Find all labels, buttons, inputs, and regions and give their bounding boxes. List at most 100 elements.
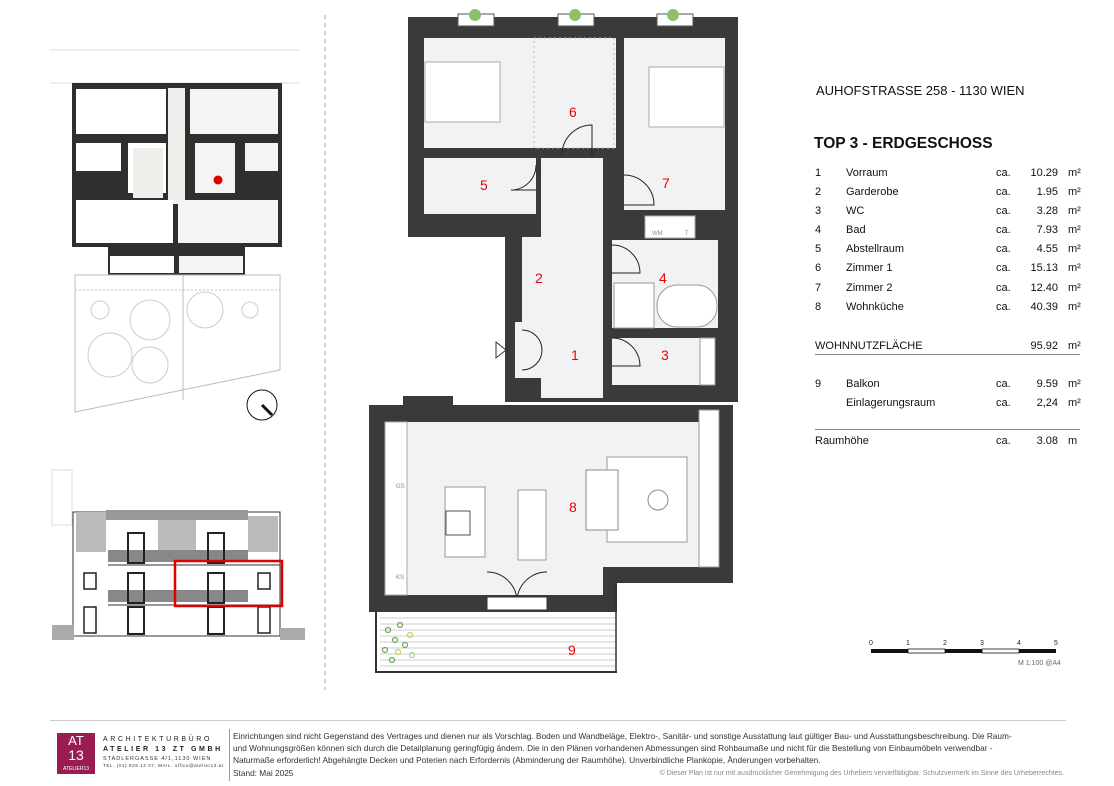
unit: m² [1068, 167, 1081, 179]
scale-bar [871, 648, 1056, 654]
room-area: 15.13 [1030, 262, 1058, 274]
disclaimer-line: Einrichtungen sind nicht Gegenstand des … [233, 731, 1012, 741]
room-name: Wohnküche [846, 301, 904, 313]
room-area: 2,24 [1036, 397, 1058, 409]
bed [648, 66, 725, 128]
unit-highlight [173, 559, 284, 608]
scale-label: M 1:100 @A4 [1018, 660, 1061, 667]
room-area: 3.28 [1036, 205, 1058, 217]
room-name: Abstellraum [846, 243, 905, 255]
scale-tick: 3 [980, 640, 984, 647]
table-row: 2 Garderobe ca. 1.95 m² [815, 186, 1081, 202]
room-label-4: 4 [659, 270, 667, 286]
dryer-label: T [685, 231, 689, 237]
room-number: 2 [815, 186, 822, 198]
kitchen-island [444, 486, 486, 558]
unit: m² [1068, 282, 1081, 294]
room-number: 8 [815, 301, 822, 313]
footer-separator [229, 729, 230, 781]
disclaimer-line: und Wohnungsgrößen können sich durch die… [233, 743, 993, 753]
bathtub [656, 284, 718, 328]
unit: m² [1068, 397, 1081, 409]
room-number: 5 [815, 243, 822, 255]
approx: ca. [996, 301, 1011, 313]
room-5 [424, 158, 536, 214]
room-area: 9.59 [1036, 378, 1058, 390]
company-contact: TEL. (01) 929 12 07, MAIL. office@atelie… [103, 763, 224, 768]
disclaimer-line: Naturmaße erforderlich! Abgehängte Decke… [233, 755, 821, 765]
kitchen-counter [384, 421, 408, 596]
logo-text: ATELIER13 [62, 766, 90, 772]
room-number: 3 [815, 205, 822, 217]
rug [606, 456, 688, 543]
unit: m² [1068, 262, 1081, 274]
unit: m² [1068, 186, 1081, 198]
logo-text: AT [68, 733, 84, 748]
total-area: 95.92 [1030, 340, 1058, 352]
room-label-8: 8 [569, 499, 577, 515]
total-label: WOHNNUTZFLÄCHE [815, 340, 923, 352]
scale-tick: 4 [1017, 640, 1021, 647]
room-name: Zimmer 2 [846, 282, 893, 294]
room-name: WC [846, 205, 865, 217]
bed [424, 61, 501, 123]
approx: ca. [996, 186, 1011, 198]
unit: m² [1068, 224, 1081, 236]
room-label-3: 3 [661, 347, 669, 363]
elevation-view [51, 469, 305, 640]
fridge-label: KS [396, 575, 404, 581]
unit: m² [1068, 205, 1081, 217]
company-name: ATELIER 13 ZT GMBH [103, 746, 223, 753]
entrance-icon [495, 340, 507, 360]
unit: m² [1068, 243, 1081, 255]
approx: ca. [996, 435, 1011, 447]
height-value: 3.08 [1036, 435, 1058, 447]
height-label: Raumhöhe [815, 435, 869, 447]
approx: ca. [996, 243, 1011, 255]
approx: ca. [996, 224, 1011, 236]
room-number: 7 [815, 282, 822, 294]
dining-table [517, 489, 547, 561]
floor-plan: 6 5 7 2 4 1 3 8 9 WM T GS KS [369, 9, 738, 673]
scale-tick: 2 [943, 640, 947, 647]
room-name: Einlagerungsraum [846, 397, 936, 409]
site-plan [50, 82, 300, 421]
footer-divider [50, 720, 1066, 721]
room-area: 40.39 [1030, 301, 1058, 313]
room-name: Garderobe [846, 186, 899, 198]
address: AUHOFSTRASSE 258 - 1130 WIEN [816, 83, 1025, 98]
location-marker [213, 175, 223, 185]
room-label-5: 5 [480, 177, 488, 193]
table-row: Einlagerungsraum ca. 2,24 m² [815, 397, 1081, 413]
room-label-7: 7 [662, 175, 670, 191]
room-name: Bad [846, 224, 866, 236]
approx: ca. [996, 262, 1011, 274]
approx: ca. [996, 378, 1011, 390]
page-title: TOP 3 - ERDGESCHOSS [814, 135, 993, 152]
unit: m² [1068, 340, 1081, 352]
total-row: WOHNNUTZFLÄCHE 95.92 m² [815, 340, 1081, 356]
unit: m [1068, 435, 1078, 447]
room-number: 4 [815, 224, 822, 236]
room-number: 9 [815, 378, 822, 390]
copyright-notice: © Dieser Plan ist nur mit ausdrücklicher… [659, 770, 1064, 777]
scale-tick: 0 [869, 640, 873, 647]
room-area: 1.95 [1036, 186, 1058, 198]
room-3 [612, 338, 702, 385]
north-arrow-icon [246, 389, 278, 421]
company-address: STADLERGASSE 4/1,1130 WIEN [103, 756, 212, 762]
room-2 [522, 237, 562, 322]
dishwasher-label: GS [396, 484, 405, 490]
approx: ca. [996, 167, 1011, 179]
scale-tick: 1 [906, 640, 910, 647]
room-name: Balkon [846, 378, 880, 390]
approx: ca. [996, 397, 1011, 409]
plants [381, 621, 416, 664]
height-row: Raumhöhe ca. 3.08 m [815, 435, 1080, 451]
company-type: ARCHITEKTURBÜRO [103, 736, 213, 743]
room-number: 1 [815, 167, 822, 179]
room-number: 6 [815, 262, 822, 274]
